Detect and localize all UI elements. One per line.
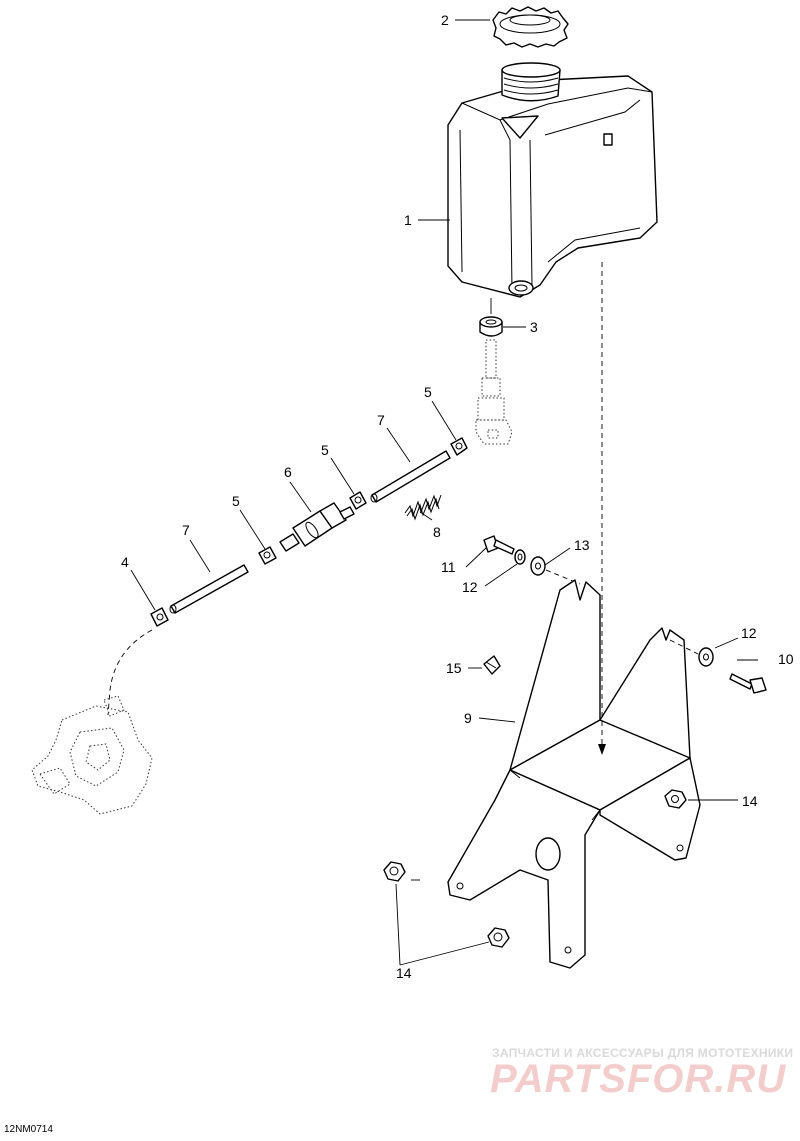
nut-bracket (664, 789, 687, 809)
support-bracket (447, 579, 701, 969)
callout-2: 2 (441, 12, 449, 28)
callout-7-lower: 7 (182, 522, 190, 538)
clip (483, 655, 501, 675)
drawing-code: 12NM0714 (4, 1124, 53, 1135)
flat-washer-upper (530, 556, 546, 576)
callout-12-right: 12 (741, 625, 757, 641)
callout-8: 8 (433, 524, 441, 540)
filler-cap (492, 6, 569, 48)
flat-washer-right (698, 647, 714, 667)
callout-14-bottom: 14 (396, 965, 412, 981)
callout-4: 4 (121, 554, 129, 570)
watermark-logo: PARTSFOR.RU (490, 1057, 787, 1101)
grommet (479, 298, 503, 337)
callout-11: 11 (441, 559, 456, 575)
callout-9: 9 (464, 710, 472, 726)
nut-left-lower (487, 927, 510, 948)
callout-3: 3 (530, 319, 538, 335)
callout-5-middle: 5 (321, 442, 329, 458)
callout-10: 10 (778, 651, 794, 667)
callout-1: 1 (404, 212, 412, 228)
callout-14-right: 14 (742, 793, 758, 809)
hose-lower (169, 564, 249, 614)
clamp-end (150, 607, 169, 627)
callout-5-lower: 5 (232, 493, 240, 509)
lock-washer-upper (514, 549, 526, 565)
spring (404, 494, 442, 521)
engine-component-reference (31, 695, 153, 815)
callout-5-upper: 5 (424, 384, 432, 400)
bolt-upper (483, 535, 515, 555)
watermark-tagline: ЗАПЧАСТИ И АКСЕССУАРЫ ДЛЯ МОТОТЕХНИКИ (492, 1046, 794, 1060)
clamp-middle (349, 491, 367, 510)
reservoir-tank (447, 62, 658, 298)
clamp-lower (258, 546, 277, 565)
callout-7-upper: 7 (377, 412, 385, 428)
routing-line (107, 629, 153, 716)
callouts: 1 2 3 4 5 5 5 6 7 7 8 9 10 11 12 12 13 1… (121, 12, 794, 981)
bolt-right (729, 673, 767, 694)
callout-15: 15 (446, 660, 462, 676)
callout-12-upper: 12 (462, 579, 478, 595)
callout-13: 13 (574, 537, 590, 553)
hose-upper (370, 450, 451, 503)
nut-left-upper (383, 861, 406, 882)
callout-6: 6 (284, 464, 292, 480)
fuel-filter (279, 502, 355, 552)
mounting-arrow (598, 262, 606, 755)
fitting-outline (475, 339, 513, 445)
clamp-upper (450, 437, 468, 456)
leader-lines (130, 19, 758, 966)
